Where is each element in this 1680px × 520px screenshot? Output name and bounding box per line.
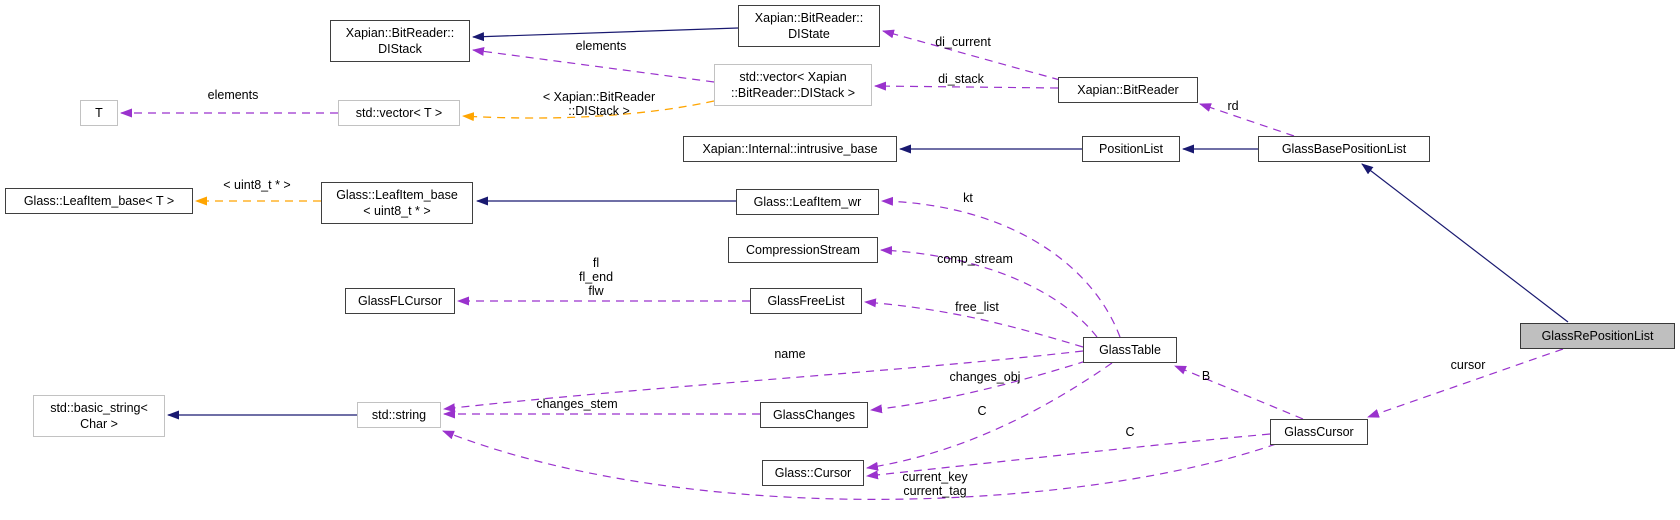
node-label: DIStack <box>378 42 422 56</box>
node-xapian-internal-intrusive-base[interactable]: Xapian::Internal::intrusive_base <box>683 136 897 162</box>
node-std-vector-t: std::vector< T > <box>338 100 460 126</box>
node-label: Glass::LeafItem_base <box>336 187 458 202</box>
edge-label-changes-obj: changes_obj <box>949 370 1021 384</box>
node-glasstable[interactable]: GlassTable <box>1083 337 1177 363</box>
edge-usage-glasscursor-glasstable <box>1174 365 1304 420</box>
node-label: std::vector< T > <box>355 105 443 120</box>
node-compressionstream[interactable]: CompressionStream <box>728 237 878 263</box>
edge-label-line: < Xapian::BitReader <box>542 90 656 104</box>
edge-usage-glassbase-bitreader <box>1199 103 1295 137</box>
edge-usage-vectordistack-distack <box>472 46 715 83</box>
edge-label-c-cursor: C <box>1125 425 1135 439</box>
node-label: Glass::Cursor <box>774 465 852 480</box>
node-label: CompressionStream <box>746 242 860 257</box>
node-label: Xapian::BitReader:: <box>754 10 864 25</box>
node-label: GlassTable <box>1099 342 1161 357</box>
node-label: Xapian::BitReader <box>1077 82 1179 97</box>
edge-label-line: ::DIStack > <box>568 104 630 118</box>
edge-label-line: fl_end <box>578 270 614 284</box>
edge-label-cursor: cursor <box>1450 358 1486 372</box>
node-label: Xapian::Internal::intrusive_base <box>702 141 878 156</box>
node-glass-cursor[interactable]: Glass::Cursor <box>762 460 864 486</box>
node-label: GlassFLCursor <box>357 293 443 308</box>
edge-template-vectordistack-vectort <box>462 100 715 122</box>
node-std-string: std::string <box>357 402 441 428</box>
edge-usage-glasscursor-stdstring <box>442 430 1277 500</box>
node-label: GlassCursor <box>1284 424 1354 439</box>
node-xapian-bitreader-distate[interactable]: Xapian::BitReader:: DIState <box>738 5 880 47</box>
edge-label-name: name <box>774 347 806 361</box>
edge-usage-bitreader-distate <box>882 29 1061 81</box>
node-glasscursor[interactable]: GlassCursor <box>1270 419 1368 445</box>
node-label: Char > <box>80 417 118 431</box>
edge-inherit-distate-distack <box>472 27 739 42</box>
node-std-basic-string: std::basic_string< Char > <box>33 395 165 437</box>
node-label: GlassFreeList <box>767 293 845 308</box>
node-positionlist[interactable]: PositionList <box>1082 136 1180 162</box>
edge-label-line: fl <box>592 256 600 270</box>
edge-usage-glasstable-leafitemwr <box>881 196 1121 338</box>
node-label: T <box>95 105 103 120</box>
edge-label-kt: kt <box>963 191 973 205</box>
edge-label-current-group: current_key current_tag <box>902 470 967 498</box>
edge-label-line: flw <box>588 284 604 298</box>
node-glassrepositionlist: GlassRePositionList <box>1520 323 1675 349</box>
edge-label-c-table: C <box>977 404 987 418</box>
node-glass-leafitem-base-t[interactable]: Glass::LeafItem_base< T > <box>5 188 193 214</box>
node-label: DIState <box>788 27 830 41</box>
node-glass-leafitem-base-uint8[interactable]: Glass::LeafItem_base < uint8_t * > <box>321 182 473 224</box>
node-label: std::vector< Xapian <box>739 69 847 84</box>
edge-label-elements-t: elements <box>207 88 259 102</box>
node-glassfreelist[interactable]: GlassFreeList <box>750 288 862 314</box>
edge-label-line: current_key <box>902 470 968 484</box>
edge-label-template-vector: < Xapian::BitReader ::DIStack > <box>543 90 655 118</box>
node-glassbasepositionlist[interactable]: GlassBasePositionList <box>1258 136 1430 162</box>
node-label: < uint8_t * > <box>363 204 431 218</box>
node-glasschanges[interactable]: GlassChanges <box>760 402 868 428</box>
edge-label-changes-stem: changes_stem <box>536 397 618 411</box>
edge-label-free-list: free_list <box>955 300 999 314</box>
edge-inherit-glassrepos-glassbase <box>1361 163 1569 323</box>
node-xapian-bitreader-distack[interactable]: Xapian::BitReader:: DIStack <box>330 20 470 62</box>
node-label: PositionList <box>1099 141 1163 156</box>
node-glass-leafitem-wr[interactable]: Glass::LeafItem_wr <box>736 189 879 215</box>
edge-label-elements-distack: elements <box>575 39 627 53</box>
node-glassflcursor[interactable]: GlassFLCursor <box>345 288 455 314</box>
edge-label-fl-group: fl fl_end flw <box>579 256 613 298</box>
edge-label-di-current: di_current <box>935 35 991 49</box>
edge-usage-glasstable-compressionstream <box>880 246 1098 338</box>
node-label: Glass::LeafItem_base< T > <box>23 193 175 208</box>
node-label: Glass::LeafItem_wr <box>753 194 862 209</box>
edge-label-b: B <box>1201 369 1211 383</box>
node-std-vector-distack: std::vector< Xapian ::BitReader::DIStack… <box>714 64 872 106</box>
edge-label-template-uint8: < uint8_t * > <box>223 178 291 192</box>
edge-usage-bitreader-vectordistack <box>874 81 1059 91</box>
edge-usage-glassrepos-glasscursor <box>1367 348 1564 418</box>
node-label: GlassChanges <box>773 407 855 422</box>
edge-usage-glasstable-glasscursorlow <box>866 362 1113 471</box>
edge-usage-glasstable-glasschanges <box>870 360 1087 414</box>
node-label: std::string <box>371 407 427 422</box>
node-xapian-bitreader[interactable]: Xapian::BitReader <box>1058 77 1198 103</box>
edge-label-comp-stream: comp_stream <box>937 252 1013 266</box>
node-label: ::BitReader::DIStack > <box>730 86 855 100</box>
node-label: std::basic_string< <box>50 400 148 415</box>
node-label: GlassRePositionList <box>1541 328 1654 343</box>
node-label: Xapian::BitReader:: <box>345 25 455 40</box>
edge-label-rd: rd <box>1227 99 1239 113</box>
edge-usage-glasstable-stdstring <box>443 350 1084 413</box>
node-label: GlassBasePositionList <box>1281 141 1407 156</box>
node-t: T <box>80 100 118 126</box>
edge-label-line: current_tag <box>903 484 967 498</box>
edge-label-di-stack: di_stack <box>938 72 984 86</box>
edge-usage-glasscursor-glasscursorlow <box>866 433 1271 480</box>
